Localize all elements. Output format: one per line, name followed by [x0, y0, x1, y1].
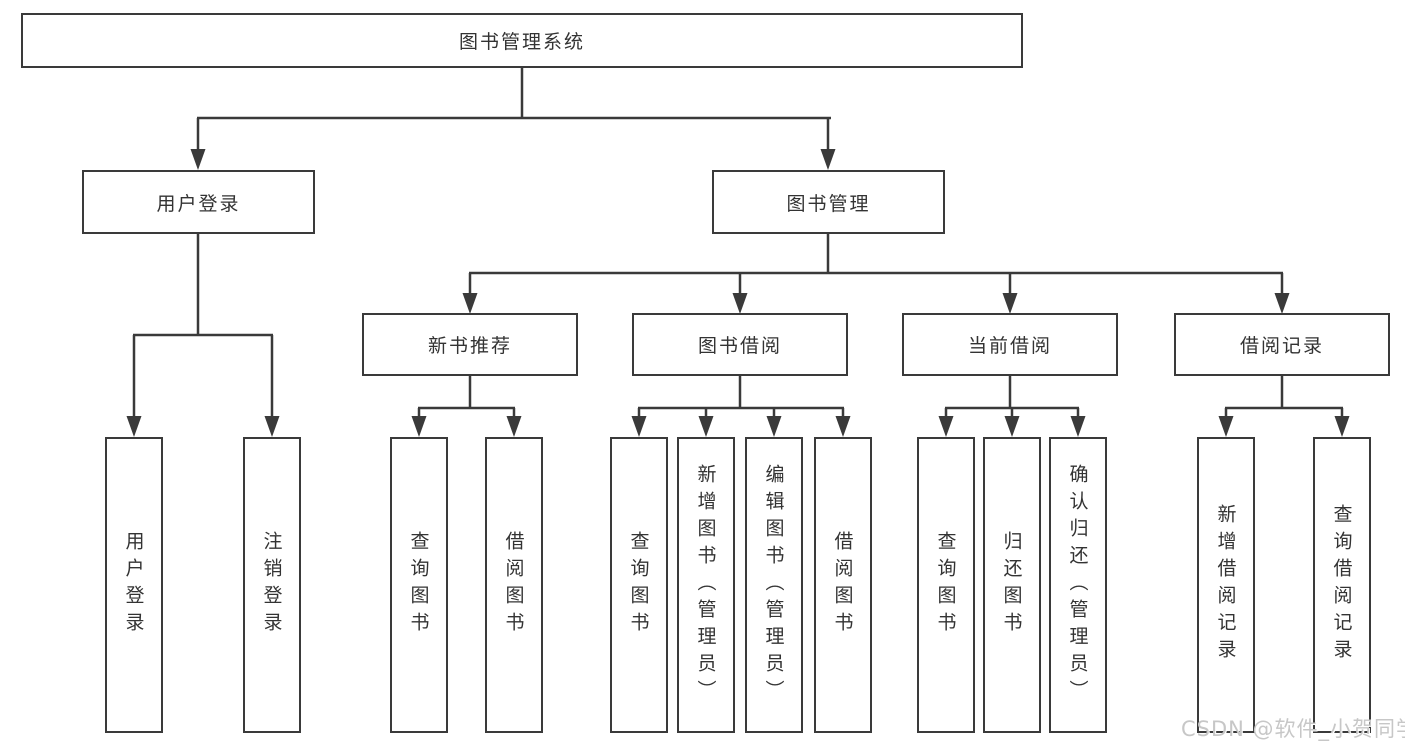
node-add-books-admin: 新增图书（管理员） — [677, 437, 735, 733]
node-query-books-borrow: 查询图书 — [610, 437, 668, 733]
node-user-login-leaf: 用户登录 — [105, 437, 163, 733]
arrowhead-icon — [1004, 416, 1020, 437]
node-library-system: 图书管理系统 — [21, 13, 1023, 68]
node-book-borrowing: 图书借阅 — [632, 313, 848, 376]
arrowhead-icon — [1218, 416, 1234, 437]
arrowhead-icon — [766, 416, 782, 437]
arrowhead-icon — [462, 293, 478, 314]
node-current-borrowing: 当前借阅 — [902, 313, 1118, 376]
arrowhead-icon — [411, 416, 427, 437]
arrowhead-icon — [835, 416, 851, 437]
node-confirm-return-admin: 确认归还（管理员） — [1049, 437, 1107, 733]
node-add-borrow-record: 新增借阅记录 — [1197, 437, 1255, 733]
node-borrow-books-recommend: 借阅图书 — [485, 437, 543, 733]
node-new-book-recommend: 新书推荐 — [362, 313, 578, 376]
arrowhead-icon — [1274, 293, 1290, 314]
arrowhead-icon — [264, 416, 280, 437]
node-query-books-recommend: 查询图书 — [390, 437, 448, 733]
node-edit-books-admin: 编辑图书（管理员） — [745, 437, 803, 733]
arrowhead-icon — [631, 416, 647, 437]
node-borrow-books-leaf: 借阅图书 — [814, 437, 872, 733]
arrowhead-icon — [732, 293, 748, 314]
arrowhead-icon — [126, 416, 142, 437]
arrowhead-icon — [506, 416, 522, 437]
arrowhead-icon — [190, 149, 206, 170]
connector-path — [132, 68, 1344, 419]
arrowhead-icon — [938, 416, 954, 437]
node-user-login-group: 用户登录 — [82, 170, 315, 234]
node-query-borrow-record: 查询借阅记录 — [1313, 437, 1371, 733]
arrowhead-icon — [1334, 416, 1350, 437]
node-book-management: 图书管理 — [712, 170, 945, 234]
node-borrowing-records: 借阅记录 — [1174, 313, 1390, 376]
arrowhead-icon — [698, 416, 714, 437]
arrowhead-icon — [1002, 293, 1018, 314]
arrowhead-icon — [1070, 416, 1086, 437]
node-return-books: 归还图书 — [983, 437, 1041, 733]
node-logout-leaf: 注销登录 — [243, 437, 301, 733]
node-query-books-current: 查询图书 — [917, 437, 975, 733]
arrowhead-icon — [820, 149, 836, 170]
arrowheads — [126, 149, 1350, 437]
watermark: CSDN @软件_小贺同学 — [1181, 717, 1405, 741]
